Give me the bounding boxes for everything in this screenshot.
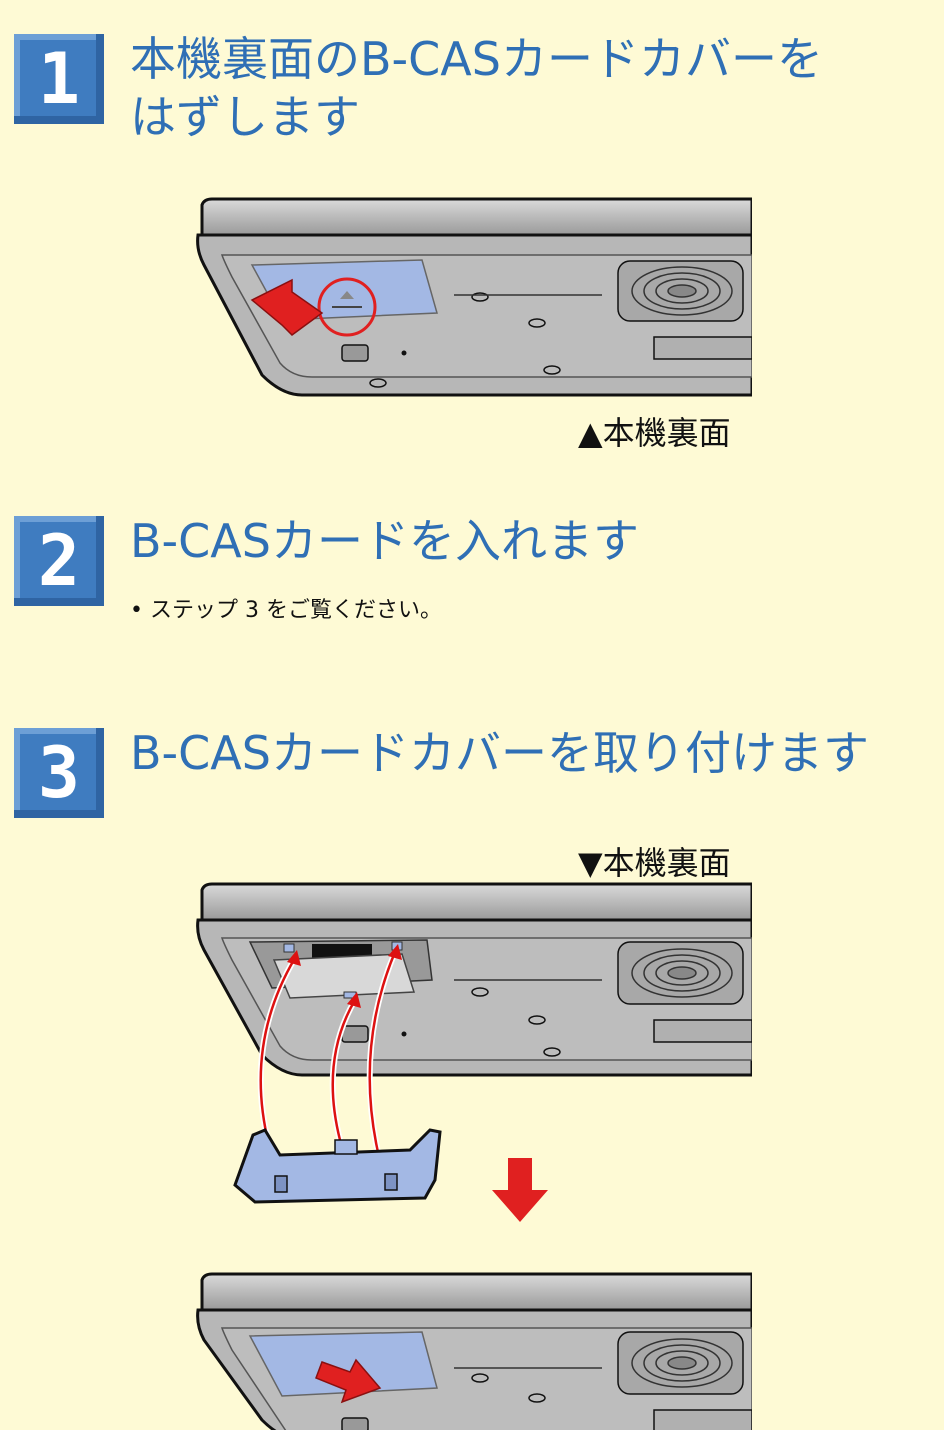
step1-number-badge: 1 — [14, 34, 104, 124]
push-arrow — [315, 1358, 382, 1404]
step1-caption: ▲本機裏面 — [578, 414, 731, 452]
step1-title: 本機裏面のB-CASカードカバーを はずします — [130, 32, 823, 144]
step2-title: B-CASカードを入れます — [130, 514, 639, 568]
step2-number-badge: 2 — [14, 516, 104, 606]
step1-illustration — [196, 197, 752, 397]
slide-arrow — [250, 278, 324, 336]
step3-cover-insertion — [233, 944, 442, 1204]
down-arrow — [492, 1158, 548, 1222]
step3-illustration-bottom — [196, 1272, 752, 1430]
step3-number-badge: 3 — [14, 728, 104, 818]
step3-title: B-CASカードカバーを取り付けます — [130, 726, 869, 780]
step2-note: • ステップ 3 をご覧ください。 — [130, 598, 442, 623]
step3-illustration-top — [196, 882, 752, 1077]
step3-caption: ▼本機裏面 — [578, 844, 731, 882]
